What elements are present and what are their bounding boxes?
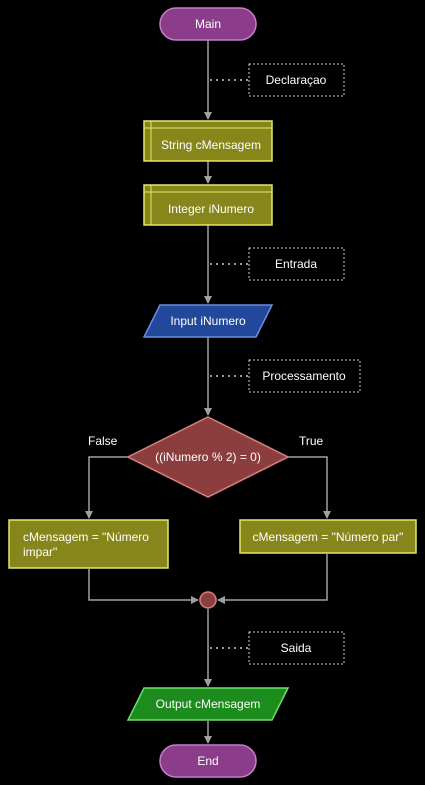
output-block[interactable]: Output cMensagem — [126, 687, 290, 721]
connector-true-to-join — [217, 554, 328, 604]
decision-block[interactable]: ((iNumero % 2) = 0) — [126, 416, 290, 498]
declare-block-1[interactable]: String cMensagem — [143, 120, 273, 162]
comment-box-declaration[interactable]: Declaraçao — [248, 63, 345, 97]
input-text: Input iNumero — [170, 314, 246, 328]
declare-1-text: String cMensagem — [161, 138, 261, 152]
join-node — [199, 591, 217, 609]
end-label: End — [197, 754, 218, 768]
declare-2-text: Integer iNumero — [168, 202, 254, 216]
output-text: Output cMensagem — [156, 697, 261, 711]
false-branch-line-1: cMensagem = "Número — [23, 530, 149, 544]
end-terminal[interactable]: End — [159, 744, 257, 778]
start-terminal[interactable]: Main — [159, 7, 257, 41]
connector-false-to-join — [88, 569, 199, 604]
connectors — [85, 40, 331, 744]
input-block[interactable]: Input iNumero — [142, 304, 274, 338]
connector-false-branch — [85, 456, 129, 519]
false-label: False — [88, 434, 118, 448]
start-label: Main — [195, 17, 221, 31]
comment-box-processing[interactable]: Processamento — [248, 359, 361, 393]
comment-output-text: Saida — [281, 641, 312, 655]
false-branch-line-2: impar" — [23, 545, 57, 559]
comment-processing-text: Processamento — [262, 369, 346, 383]
true-branch-block[interactable]: cMensagem = "Número par" — [239, 519, 417, 554]
comment-box-output[interactable]: Saida — [248, 631, 345, 665]
true-branch-text: cMensagem = "Número par" — [253, 530, 404, 544]
comment-box-input[interactable]: Entrada — [248, 247, 345, 281]
comment-links — [210, 79, 249, 649]
false-branch-block[interactable]: cMensagem = "Número impar" — [8, 519, 169, 569]
declare-block-2[interactable]: Integer iNumero — [143, 184, 273, 226]
decision-text: ((iNumero % 2) = 0) — [155, 450, 261, 464]
comment-input-text: Entrada — [275, 257, 317, 271]
true-label: True — [299, 434, 324, 448]
connector-true-branch — [287, 456, 331, 519]
comment-declaration-text: Declaraçao — [266, 73, 327, 87]
